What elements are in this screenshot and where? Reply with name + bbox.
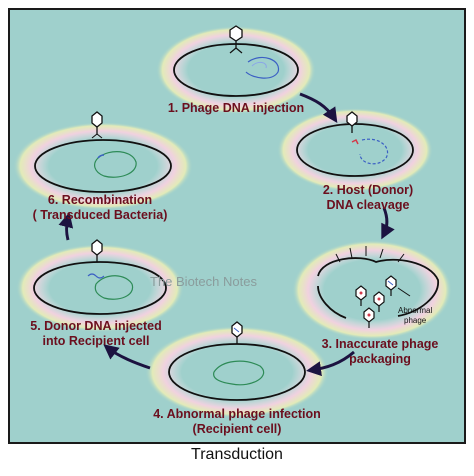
cell-step-5 (33, 239, 167, 315)
step-6-label-line1: 6. Recombination (48, 193, 152, 207)
step-5-label-line2: into Recipient cell (43, 334, 150, 348)
cycle-arrows (58, 92, 395, 377)
recombined-dna (94, 151, 137, 178)
phage-icon (91, 239, 103, 262)
cell-glows (13, 26, 452, 418)
phage-dna-strand (245, 57, 280, 79)
integrated-donor-dna (97, 154, 105, 159)
step-4-label-line1: 4. Abnormal phage infection (153, 407, 321, 421)
donor-dna-fragment (351, 138, 359, 145)
step-5-label-line1: 5. Donor DNA injected (30, 319, 162, 333)
step-3-label-line2: packaging (349, 352, 411, 366)
host-dna-strand (251, 61, 267, 69)
burst-lines (335, 246, 405, 263)
arrow-1-to-2 (299, 92, 338, 123)
cell-step-2 (296, 111, 414, 177)
annotation-abnormal-line2: phage (404, 316, 427, 325)
abnormal-phage-icon (231, 321, 243, 344)
cell-step-6 (34, 111, 172, 193)
step-3-label-line1: 3. Inaccurate phage (322, 337, 439, 351)
cleaved-dna (359, 138, 389, 165)
annotation-abnormal-line1: Abnormal (398, 306, 432, 315)
donor-dna-fragment (87, 273, 105, 279)
arrow-4-to-5 (103, 344, 151, 370)
step-2-label-line2: DNA cleavage (327, 198, 410, 212)
annotation-pointer (397, 287, 411, 297)
recipient-dna (94, 275, 134, 300)
step-labels: 1. Phage DNA injection 2. Host (Donor) D… (30, 101, 438, 436)
phage-icon (363, 307, 375, 328)
recipient-dna (213, 360, 265, 386)
arrow-5-to-6 (58, 212, 74, 241)
abnormal-phage-icon (385, 275, 397, 296)
step-4-label-line2: (Recipient cell) (193, 422, 282, 436)
packaged-phages (355, 275, 397, 328)
step-2-label-line1: 2. Host (Donor) (323, 183, 413, 197)
diagram-title: Transduction (191, 446, 283, 463)
cell-step-3: Abnormal phage (317, 246, 439, 328)
step-1-label: 1. Phage DNA injection (168, 101, 304, 115)
phage-icon (91, 111, 103, 139)
watermark: The Biotech Notes (150, 274, 257, 289)
cell-step-4 (168, 321, 306, 401)
arrow-2-to-3 (381, 207, 395, 240)
phage-icon (373, 291, 385, 312)
arrow-3-to-4 (306, 350, 355, 377)
phage-icon (355, 285, 367, 306)
phage-icon (229, 25, 243, 54)
step-6-label-line2: ( Transduced Bacteria) (33, 208, 168, 222)
cell-step-1 (173, 25, 299, 97)
phage-icon (346, 111, 358, 133)
